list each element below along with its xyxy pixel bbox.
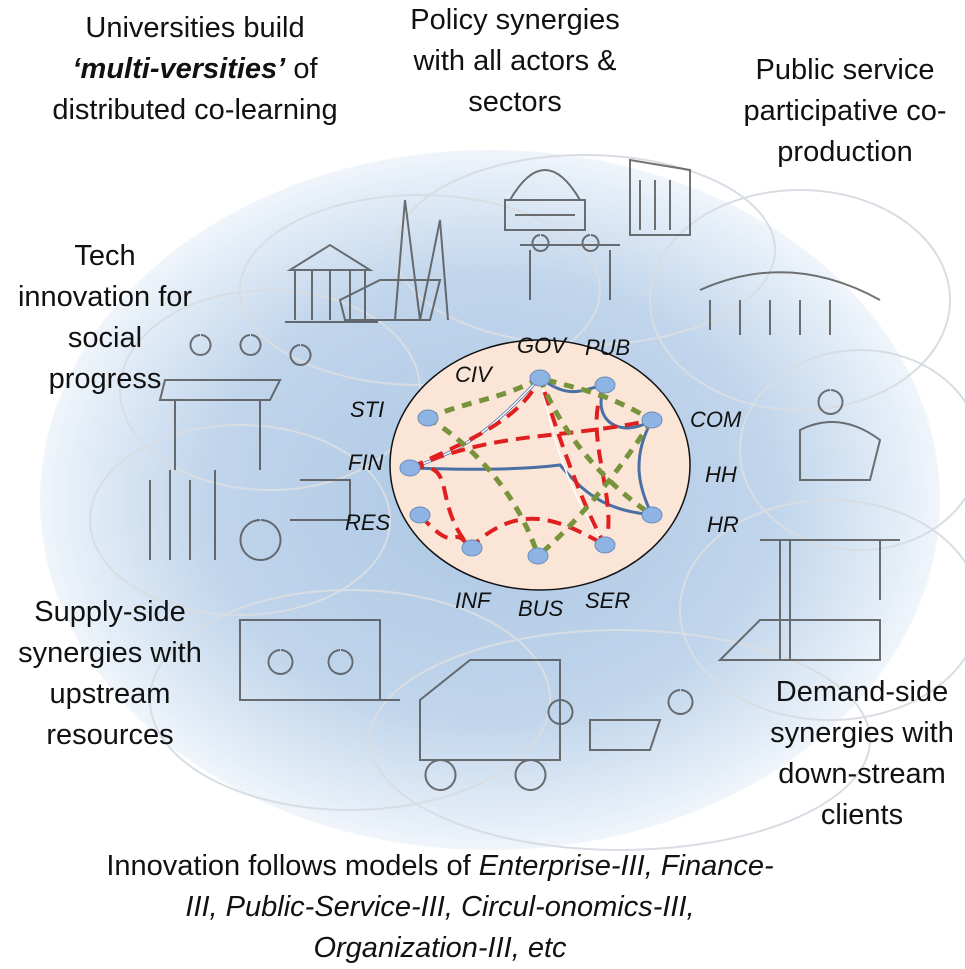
cafe-sketch bbox=[799, 389, 882, 481]
node-hr bbox=[641, 506, 663, 524]
book-sketch bbox=[338, 279, 442, 321]
node-bus bbox=[527, 547, 549, 565]
node-gov bbox=[529, 369, 551, 387]
node-label-gov: GOV bbox=[517, 333, 566, 358]
meeting-sketch bbox=[520, 234, 620, 300]
assembly-sketch bbox=[699, 271, 881, 335]
lab-sketch bbox=[158, 334, 312, 470]
node-label-com: COM bbox=[690, 407, 742, 432]
green-link-3 bbox=[536, 418, 655, 558]
universities-before: Universities build bbox=[85, 12, 305, 44]
caption-supply: Supply-side synergies with upstream reso… bbox=[18, 596, 202, 751]
van-sketch bbox=[419, 659, 561, 791]
node-com bbox=[641, 411, 663, 429]
innovation-before: Innovation follows models of bbox=[106, 850, 471, 882]
caption-tech: Tech innovation for social progress bbox=[17, 240, 193, 395]
node-label-res: RES bbox=[345, 510, 391, 535]
tractor-sketch bbox=[149, 470, 351, 561]
crane-sketch bbox=[717, 539, 900, 661]
dome-sketch bbox=[504, 169, 586, 231]
caption-universities: Universities build ‘multi-versities’ of … bbox=[45, 8, 345, 131]
node-label-sti: STI bbox=[350, 397, 385, 422]
node-label-fin: FIN bbox=[348, 450, 384, 475]
universities-emphasis: ‘multi-versities’ bbox=[72, 53, 286, 85]
caption-demand: Demand-side synergies with down-stream c… bbox=[770, 676, 954, 831]
universities-after: of distributed co-learning bbox=[52, 53, 338, 126]
innovation-emphasis: Enterprise-III, Finance-III, Public-Serv… bbox=[185, 850, 774, 964]
red-link-5 bbox=[409, 418, 653, 470]
demand-bubble bbox=[369, 629, 871, 851]
supply-bubble bbox=[149, 589, 551, 811]
node-label-civ: CIV bbox=[455, 362, 492, 387]
node-label-hr: HR bbox=[707, 512, 739, 537]
node-inf bbox=[461, 539, 483, 557]
red-link-4 bbox=[594, 384, 611, 546]
node-label-pub: PUB bbox=[585, 335, 631, 360]
tower-sketch bbox=[394, 199, 449, 321]
agri-bubble bbox=[89, 424, 391, 616]
red-link-3 bbox=[418, 513, 472, 550]
public-service-bubble bbox=[649, 189, 951, 411]
market-sketch bbox=[547, 689, 694, 751]
caption-policy: Policy synergies with all actors & secto… bbox=[410, 4, 620, 118]
node-pub bbox=[594, 376, 616, 394]
green-link-1 bbox=[427, 375, 654, 423]
warehouse-sketch bbox=[239, 619, 400, 701]
construction-bubble bbox=[679, 499, 965, 721]
office-sketch bbox=[629, 158, 691, 236]
node-sti bbox=[417, 409, 439, 427]
node-label-inf: INF bbox=[455, 588, 491, 613]
green-link-2 bbox=[426, 415, 541, 557]
caption-innovation: Innovation follows models of Enterprise-… bbox=[100, 846, 780, 969]
green-link-4 bbox=[537, 377, 654, 518]
node-fin bbox=[399, 459, 421, 477]
node-label-bus: BUS bbox=[518, 596, 564, 621]
caption-public-service: Public service participative co-producti… bbox=[743, 54, 947, 168]
node-label-hh: HH bbox=[705, 462, 737, 487]
node-label-ser: SER bbox=[585, 588, 631, 613]
temple-sketch bbox=[285, 243, 378, 323]
node-ser bbox=[594, 536, 616, 554]
node-res bbox=[409, 506, 431, 524]
cafe-bubble bbox=[739, 349, 965, 551]
